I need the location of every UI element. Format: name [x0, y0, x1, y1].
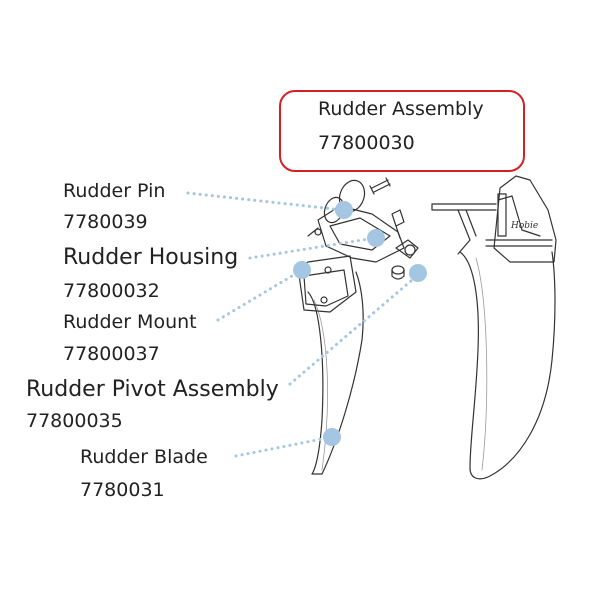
assembly-callout-box [279, 90, 525, 172]
part-number-rudder-blade: 7780031 [80, 479, 165, 501]
callout-dot-pivot [409, 264, 427, 282]
rudder-pin-shape [369, 177, 391, 195]
assembly-name: Rudder Assembly [318, 98, 484, 120]
part-number-rudder-pivot-assembly: 77800035 [26, 410, 123, 432]
assembled-rudder-head [493, 175, 557, 263]
part-label-rudder-blade: Rudder Blade [80, 446, 208, 468]
callout-line-pivot [288, 273, 420, 386]
part-label-rudder-pin: Rudder Pin [63, 180, 166, 202]
part-number-rudder-mount: 77800037 [63, 343, 160, 365]
callout-dot-pin [335, 201, 353, 219]
part-number-rudder-pin: 7780039 [63, 211, 148, 233]
assembly-part-number: 77800030 [318, 132, 415, 154]
callout-line-mount [216, 268, 304, 322]
part-label-rudder-pivot-assembly: Rudder Pivot Assembly [26, 377, 279, 402]
part-number-rudder-housing: 77800032 [63, 280, 160, 302]
assembled-rudder-outline [459, 251, 556, 480]
callout-dot-housing [367, 229, 385, 247]
callout-dot-blade [323, 428, 341, 446]
rudder-blade-outline [307, 271, 364, 475]
svg-text:Hobie: Hobie [510, 221, 538, 231]
pivot-assembly-shape [395, 239, 419, 259]
callout-dot-mount [293, 261, 311, 279]
callout-line-housing [248, 236, 377, 260]
rudder-mount-shape [297, 255, 357, 313]
part-label-rudder-mount: Rudder Mount [63, 311, 197, 333]
part-label-rudder-housing: Rudder Housing [63, 245, 239, 270]
rudder-housing-shape [317, 205, 405, 263]
callout-line-blade [234, 435, 334, 458]
callout-line-pin [186, 191, 345, 212]
